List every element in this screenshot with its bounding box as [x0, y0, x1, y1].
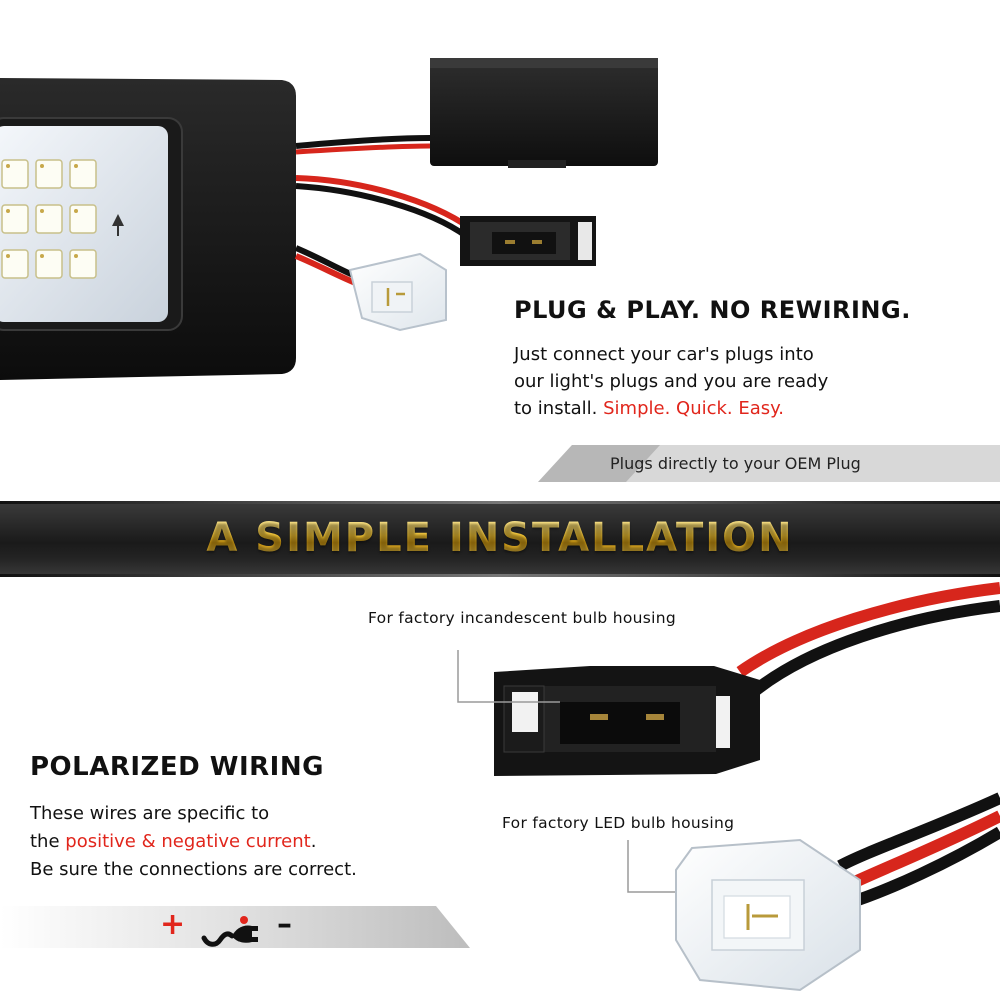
led-housing-label: For factory LED bulb housing	[502, 814, 735, 832]
led-light-product-image	[0, 58, 1000, 482]
title-band: A SIMPLE INSTALLATION	[0, 501, 1000, 577]
polarized-line-2-prefix: the	[30, 831, 66, 852]
polarized-desc-line-1: These wires are specific to	[30, 803, 270, 824]
simple-quick-easy-highlight: Simple. Quick. Easy.	[603, 398, 784, 419]
plug-desc-line-1: Just connect your car's plugs into	[514, 344, 814, 365]
incandescent-housing-label: For factory incandescent bulb housing	[368, 609, 676, 627]
positive-negative-highlight: positive & negative current	[65, 831, 311, 852]
polarized-wiring-description: These wires are specific to the positive…	[30, 800, 510, 884]
incandescent-leader-line	[457, 650, 560, 703]
positive-sign: +	[160, 907, 186, 942]
polarized-wiring-heading: POLARIZED WIRING	[30, 752, 324, 782]
plug-desc-line-3-prefix: to install.	[514, 398, 604, 419]
polarized-desc-line-2: the positive & negative current.	[30, 828, 510, 856]
plug-and-play-description: Just connect your car's plugs into our l…	[514, 341, 974, 422]
connector-product-image	[0, 582, 1000, 992]
polarized-line-2-suffix: .	[310, 831, 317, 852]
oem-plug-banner-text: Plugs directly to your OEM Plug	[610, 454, 861, 473]
plug-desc-line-2: our light's plugs and you are ready	[514, 371, 829, 392]
canbus-resistor-box	[430, 58, 658, 166]
wire-plug-icon	[201, 916, 258, 947]
simple-installation-title: A SIMPLE INSTALLATION	[0, 515, 1000, 561]
incandescent-connector	[494, 666, 760, 776]
led-connector	[675, 838, 861, 992]
polarized-desc-line-3: Be sure the connections are correct.	[30, 859, 357, 880]
plug-and-play-heading: PLUG & PLAY. NO REWIRING.	[514, 296, 911, 324]
polarity-banner-shape	[0, 906, 470, 948]
clear-connector-top	[348, 252, 447, 332]
led-chips	[1, 159, 97, 279]
plug-desc-line-3: to install. Simple. Quick. Easy.	[514, 395, 974, 422]
oem-banner-shape	[538, 445, 1000, 482]
negative-sign: –	[277, 907, 292, 942]
black-connector-top	[460, 216, 596, 266]
